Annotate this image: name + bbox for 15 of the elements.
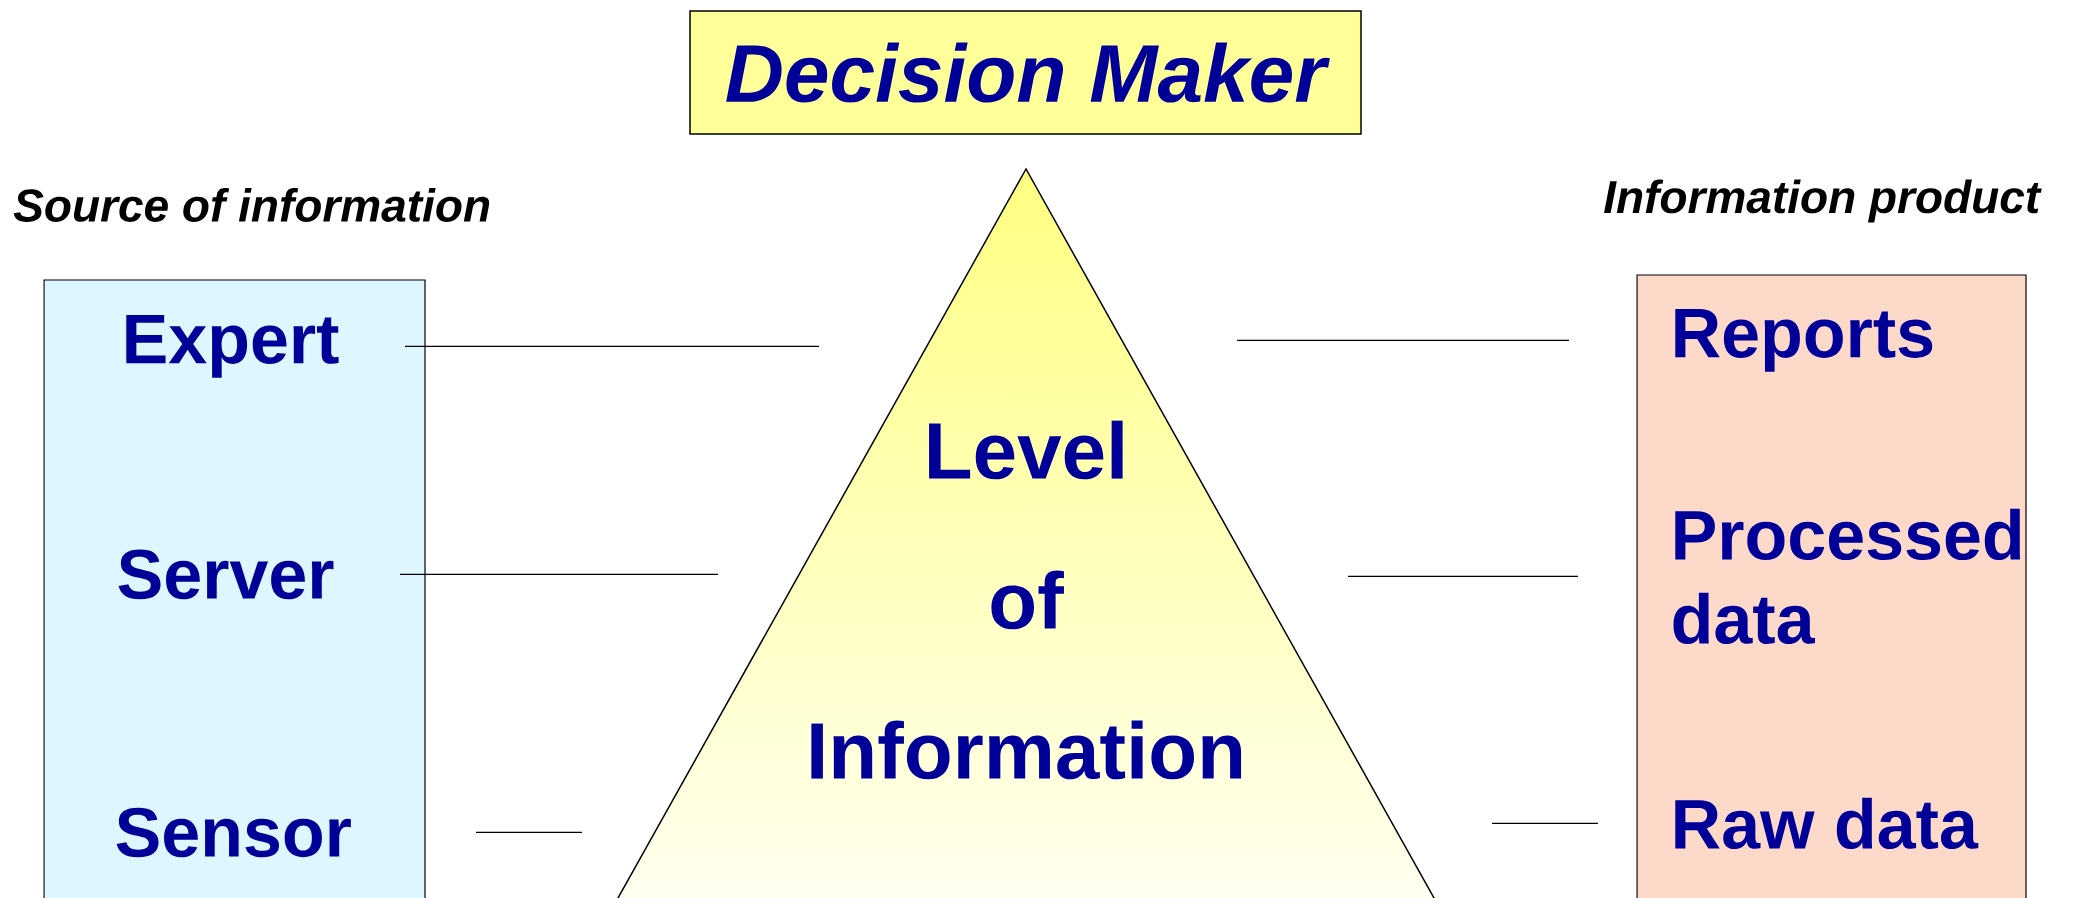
- connector-line: [1491, 822, 1599, 824]
- item-label: Server: [118, 549, 334, 600]
- title-box: Decision Maker: [689, 10, 1362, 135]
- connector-line: [399, 573, 719, 575]
- item-label: Expert: [126, 315, 339, 378]
- connector-line: [1236, 339, 1570, 341]
- item-label: Reports: [1675, 309, 1933, 372]
- item-label: Processed data: [1673, 508, 2021, 645]
- item-label: Sensor: [116, 807, 351, 858]
- item-label: Raw data: [1675, 797, 1979, 850]
- panel-heading: Source of information: [13, 188, 490, 222]
- connector-line: [404, 345, 820, 347]
- connector-line: [1347, 575, 1579, 577]
- connector-line: [475, 831, 583, 833]
- panel-heading: Information product: [1604, 179, 2042, 223]
